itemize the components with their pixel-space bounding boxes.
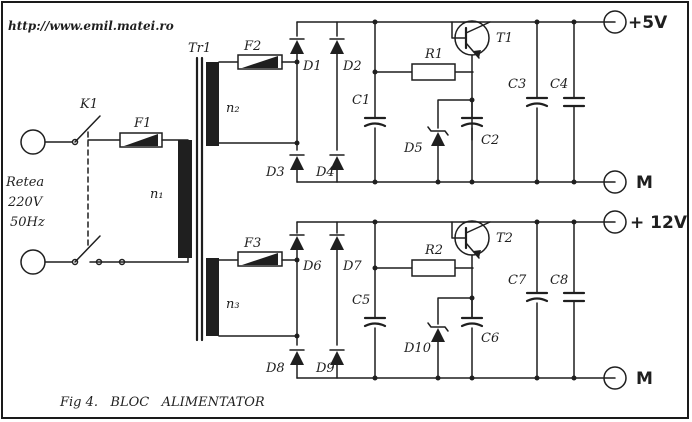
label-d8: D8	[265, 361, 285, 376]
output-label-5v: +5V	[628, 13, 668, 33]
resistor-r1	[374, 63, 474, 81]
label-k1: K1	[79, 97, 98, 112]
label-r1: R1	[424, 47, 443, 62]
capacitor-c3	[525, 21, 549, 183]
primary-winding-n1	[178, 140, 192, 258]
label-c7: C7	[508, 273, 527, 288]
output-label-12v: + 12V	[630, 213, 688, 233]
label-f1: F1	[133, 116, 151, 131]
lower-rectifier-circuit	[218, 210, 627, 390]
mains-terminal-bottom[interactable]	[20, 249, 46, 275]
capacitor-c2	[460, 99, 484, 183]
label-c5: C5	[352, 293, 370, 308]
label-f2: F2	[243, 39, 261, 54]
secondary-winding-n2	[206, 62, 219, 146]
label-d2: D2	[342, 59, 362, 74]
diode-d6	[290, 236, 304, 250]
label-n1: n₁	[150, 187, 164, 202]
terminal-plus-5v[interactable]	[603, 10, 627, 34]
label-c4: C4	[550, 77, 568, 92]
diode-d7	[330, 236, 344, 250]
label-d1: D1	[302, 59, 322, 74]
label-d10: D10	[403, 341, 431, 356]
label-r2: R2	[424, 243, 443, 258]
label-d3: D3	[265, 165, 285, 180]
diode-d4	[330, 156, 344, 170]
switch-k1[interactable]	[74, 115, 101, 263]
diode-d3	[290, 156, 304, 170]
label-tr1: Tr1	[188, 41, 211, 56]
fuse-f2	[237, 54, 283, 70]
secondary-winding-n3	[206, 258, 219, 336]
transistor-t1	[451, 20, 491, 141]
label-c1: C1	[352, 93, 370, 108]
mains-input	[20, 115, 189, 275]
label-d6: D6	[302, 259, 322, 274]
input-label-line1: Retea	[5, 175, 44, 190]
zener-d5	[427, 99, 474, 183]
label-t2: T2	[496, 231, 513, 246]
label-d7: D7	[342, 259, 362, 274]
capacitor-c6	[460, 297, 484, 379]
input-label-line2: 220V	[7, 195, 44, 210]
label-n3: n₃	[226, 297, 240, 312]
label-n2: n₂	[226, 101, 240, 116]
label-d4: D4	[315, 165, 335, 180]
output-label-m1: M	[636, 173, 653, 193]
input-label-line3: 50Hz	[10, 215, 45, 230]
label-d9: D9	[315, 361, 335, 376]
terminal-plus-12v[interactable]	[603, 210, 627, 234]
zener-d10	[427, 297, 474, 379]
diode-d9	[330, 351, 344, 365]
label-f3: F3	[243, 236, 261, 251]
capacitor-c8	[562, 221, 586, 379]
figure-caption: Fig 4. BLOC ALIMENTATOR	[59, 395, 265, 410]
fuse-f1	[119, 132, 163, 148]
upper-rectifier-circuit	[218, 10, 627, 194]
terminal-ground-2[interactable]	[603, 366, 627, 390]
capacitor-c4	[562, 21, 586, 183]
resistor-r2	[374, 259, 474, 277]
label-c3: C3	[508, 77, 526, 92]
label-c6: C6	[481, 331, 499, 346]
mains-terminal-top[interactable]	[20, 129, 46, 155]
label-t1: T1	[496, 31, 513, 46]
diode-d8	[290, 351, 304, 365]
fuse-f3	[237, 251, 283, 267]
terminal-ground-1[interactable]	[603, 170, 627, 194]
diode-d2	[330, 40, 344, 54]
label-d5: D5	[403, 141, 423, 156]
transformer-tr1	[178, 56, 219, 342]
label-c8: C8	[550, 273, 568, 288]
source-url[interactable]: http://www.emil.matei.ro	[8, 19, 174, 33]
output-label-m2: M	[636, 369, 653, 389]
label-c2: C2	[481, 133, 499, 148]
transistor-t2	[451, 220, 491, 319]
diode-d1	[290, 40, 304, 54]
capacitor-c7	[525, 221, 549, 379]
